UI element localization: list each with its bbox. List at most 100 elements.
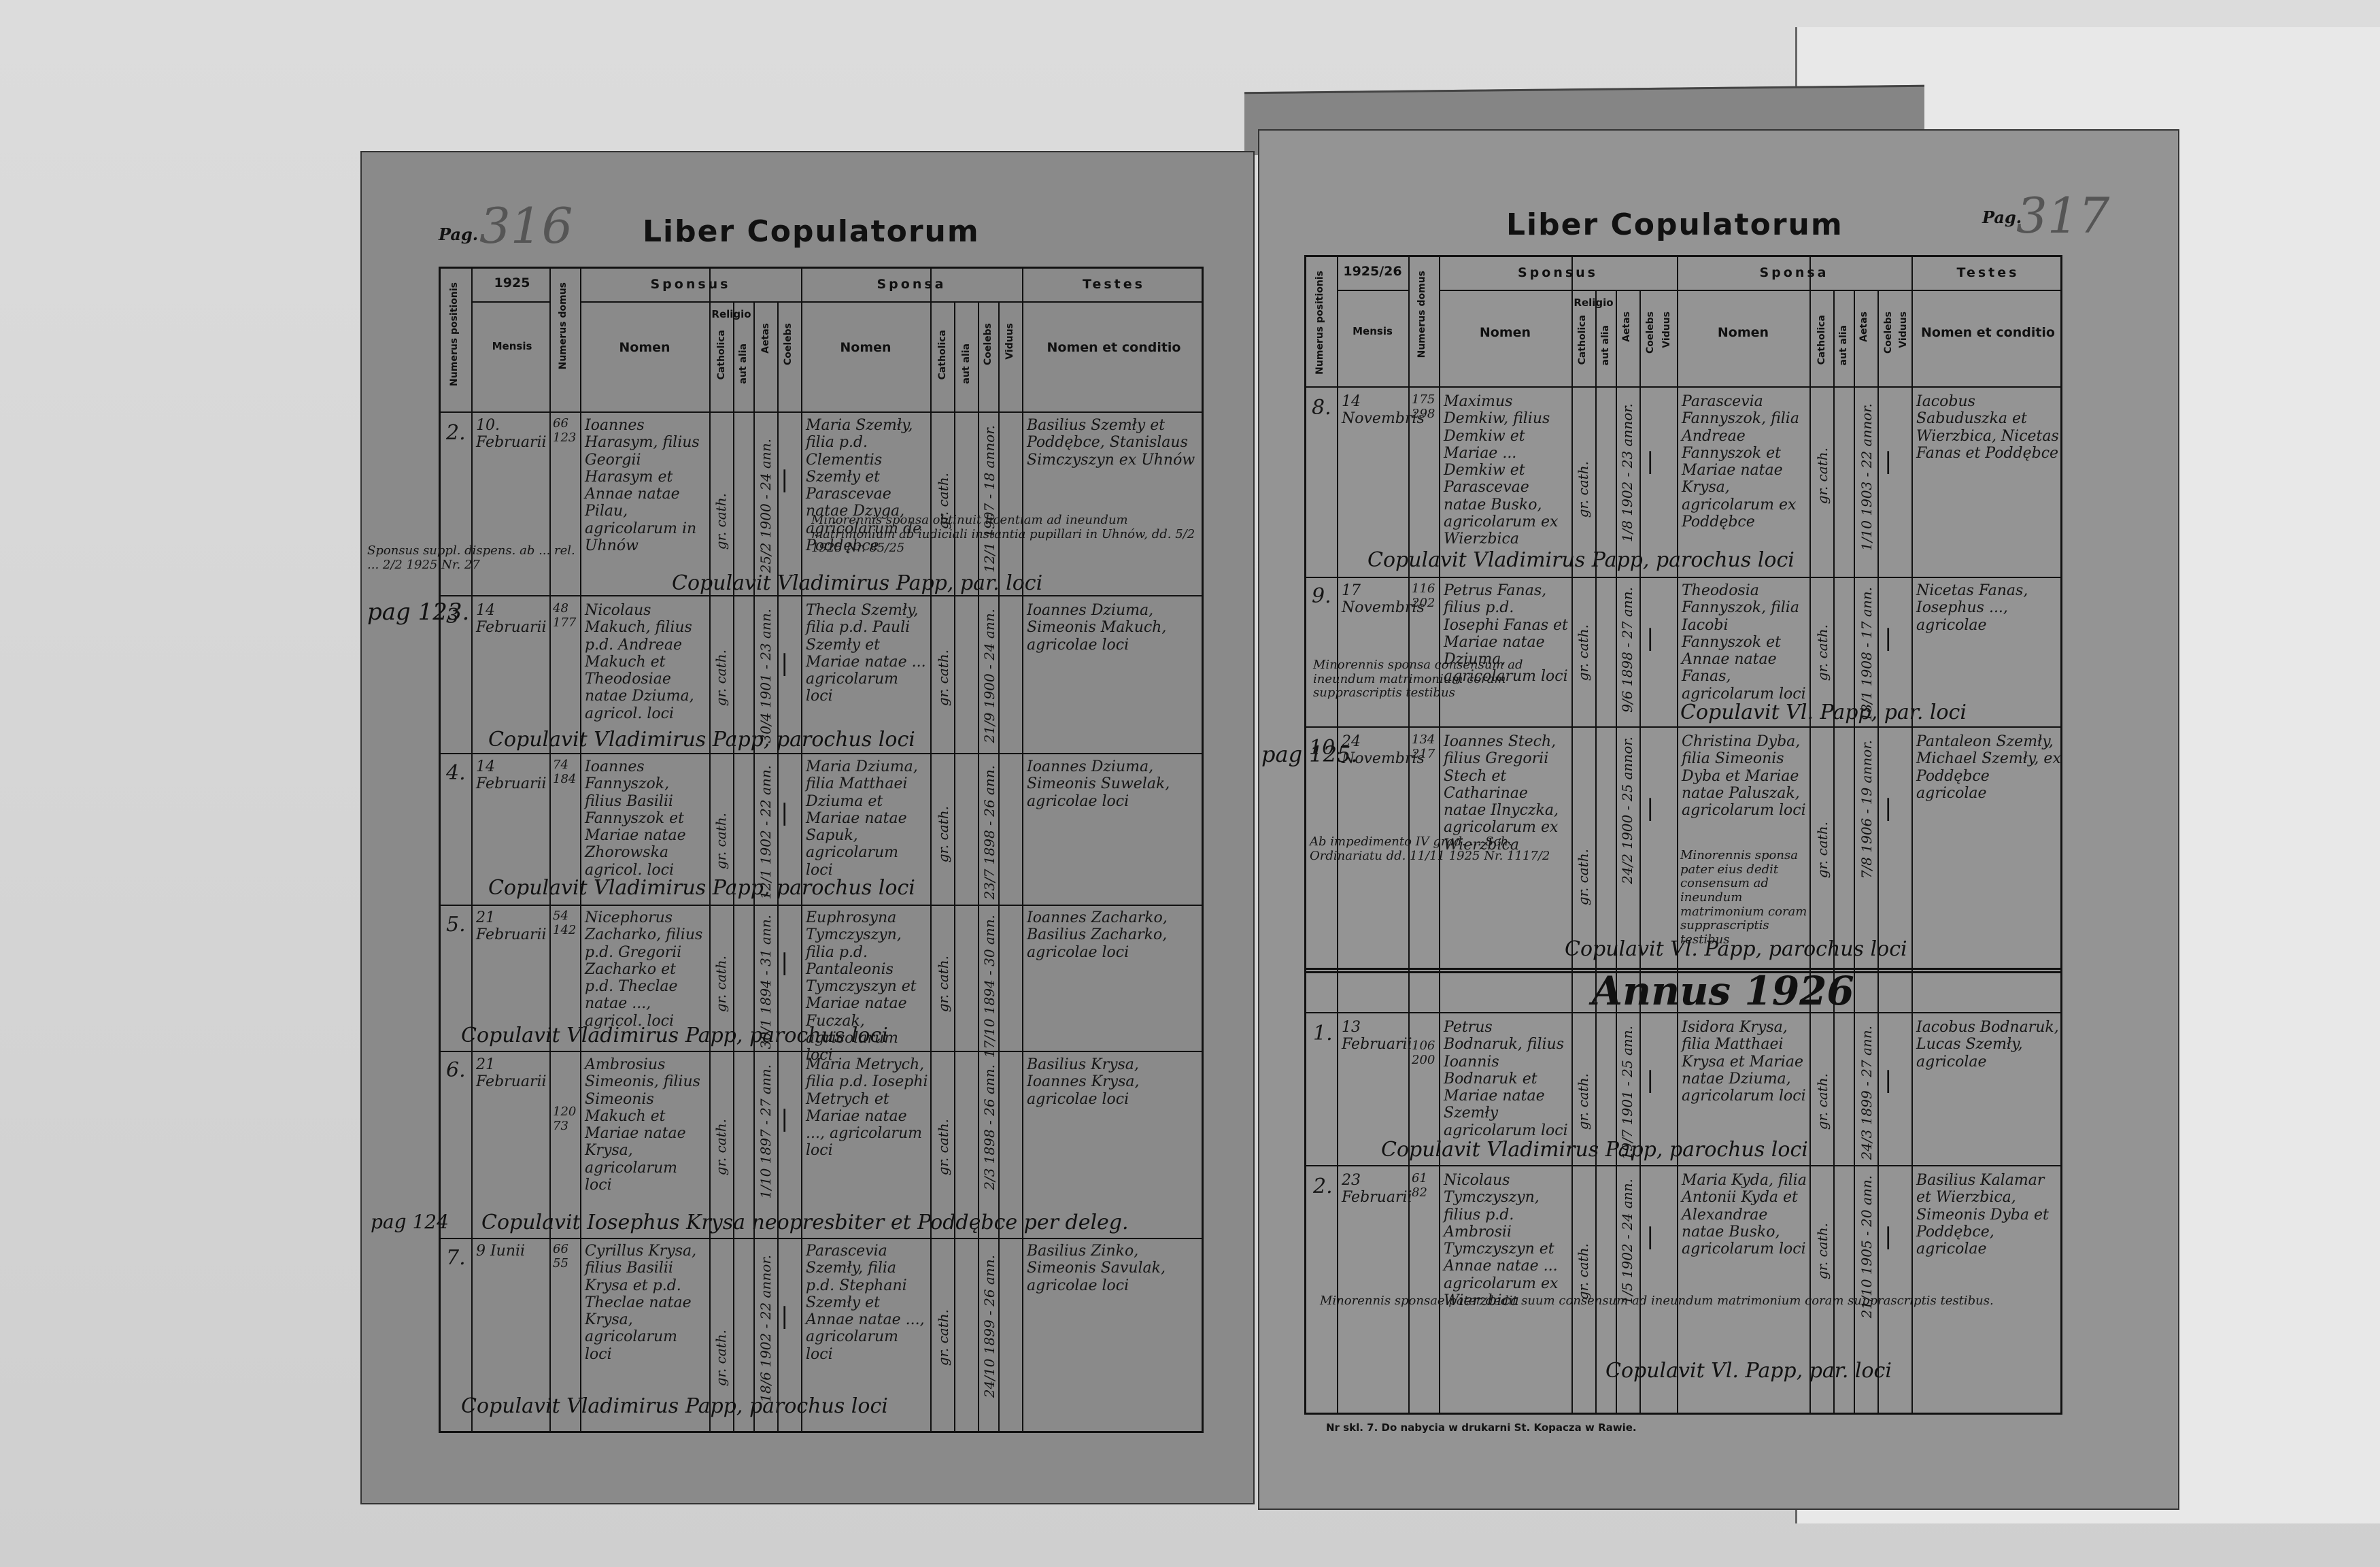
right-entry-3-groom: Ioannes Stech, filius Gregorii Stech et … bbox=[1444, 733, 1559, 854]
right-hdr-catholica-sponsa: Catholica bbox=[1816, 315, 1827, 365]
right-entry-5-age: 1/5 1902 - 24 ann. bbox=[1619, 1179, 1635, 1304]
left-hdr-nomen-et-conditio: Nomen et conditio bbox=[1047, 340, 1181, 355]
left-entry-1-margin-note: Sponsus suppl. dispens. ab ... rel. ... … bbox=[367, 543, 575, 572]
left-page-number: 316 bbox=[479, 197, 573, 254]
left-entry-1-age: 25/2 1900 - 24 ann. bbox=[758, 439, 774, 573]
left-entry-2-num: 3 bbox=[446, 605, 460, 628]
left-entry-6-copula: Copulavit Vladimirus Papp, parochus loci bbox=[461, 1394, 888, 1418]
right-entry-4-date: 13 Februarii bbox=[1342, 1019, 1412, 1054]
left-entry-3-religion: gr. cath. bbox=[713, 813, 729, 870]
right-entry-2-groom: Petrus Fanas, filius p.d. Iosephi Fanas … bbox=[1444, 582, 1568, 686]
left-entry-2-bride-age: 21/9 1900 - 24 ann. bbox=[981, 609, 998, 743]
left-hdr-nomen-sponsus: Nomen bbox=[619, 340, 670, 355]
right-hdr-year: 1925/26 bbox=[1343, 264, 1402, 279]
left-entry-6-religion: gr. cath. bbox=[713, 1330, 729, 1387]
right-entry-1-num: 8. bbox=[1312, 396, 1331, 420]
left-entry-1-date: 10. Februarii bbox=[476, 417, 547, 452]
left-margin-pag2: pag 124 bbox=[371, 1211, 449, 1233]
right-entry-1-date: 14 Novembris bbox=[1342, 393, 1425, 428]
right-entry-3-religion: gr. cath. bbox=[1575, 849, 1591, 906]
left-entry-4-religion: gr. cath. bbox=[713, 956, 729, 1013]
right-page bbox=[1258, 129, 2179, 1510]
right-entry-2-note: Minorennis sponsa consensum ad ineundum … bbox=[1313, 658, 1523, 701]
right-entry-5-bride-religion: gr. cath. bbox=[1814, 1223, 1831, 1280]
left-entry-5-date: 21 Februarii bbox=[476, 1056, 547, 1091]
left-entry-4-bride-religion: gr. cath. bbox=[935, 956, 951, 1013]
left-margin-pag1: pag 123. bbox=[367, 599, 470, 626]
left-hdr-year: 1925 bbox=[494, 275, 530, 290]
left-entry-3-bride: Maria Dziuma, filia Matthaei Dziuma et M… bbox=[806, 758, 918, 879]
right-entry-5-groom: Nicolaus Tymczyszyn, filius p.d. Ambrosi… bbox=[1444, 1172, 1559, 1310]
right-hdr-coelebs-sponsa: Coelebs bbox=[1883, 311, 1894, 354]
left-entry-6-age: 18/6 1902 - 22 annor. bbox=[758, 1255, 774, 1402]
left-entry-3-groom: Ioannes Fannyszok, filius Basilii Fannys… bbox=[585, 758, 686, 879]
right-entry-1-witnesses: Iacobus Sabuduszka et Wierzbica, Nicetas… bbox=[1916, 393, 2059, 462]
left-entry-3-bride-religion: gr. cath. bbox=[935, 806, 951, 863]
right-entry-3-bride: Christina Dyba, filia Simeonis Dyba et M… bbox=[1682, 733, 1806, 820]
left-hdr-aetas: Aetas bbox=[760, 323, 771, 354]
left-entry-2-bride: Thecla Szemły, filia p.d. Pauli Szemły e… bbox=[806, 602, 926, 705]
left-entry-3-copula: Copulavit Vladimirus Papp, parochus loci bbox=[488, 876, 915, 900]
left-entry-4-bride: Euphrosyna Tymczyszyn, filia p.d. Pantal… bbox=[806, 909, 917, 1064]
left-entry-2-copula: Copulavit Vladimirus Papp, parochus loci bbox=[488, 728, 915, 752]
left-entry-2-house: 48 177 bbox=[553, 601, 577, 630]
right-entry-4-house: 106 200 bbox=[1412, 1039, 1435, 1067]
right-entry-4-religion: gr. cath. bbox=[1575, 1073, 1591, 1130]
right-hdr-testes: Testes bbox=[1956, 265, 2020, 280]
left-entry-2-age: 30/4 1901 - 23 ann. bbox=[758, 609, 774, 743]
left-entry-4-num: 5. bbox=[446, 913, 466, 937]
right-hdr-aut-alia-sponsa: aut alia bbox=[1838, 325, 1849, 366]
right-entry-1-groom: Maximus Demkiw, filius Demkiw et Mariae … bbox=[1444, 393, 1559, 548]
right-hdr-viduus: Viduus bbox=[1661, 311, 1672, 348]
left-entry-2-date: 14 Februarii bbox=[476, 602, 547, 637]
right-entry-2-copula: Copulavit Vl. Papp, par. loci bbox=[1680, 701, 1967, 724]
right-entry-3-date: 24 Novembris bbox=[1342, 733, 1425, 768]
left-entry-4-date: 21 Februarii bbox=[476, 909, 547, 944]
right-hdr-viduus-sponsa: Viduus bbox=[1898, 311, 1909, 348]
left-entry-5-groom: Ambrosius Simeonis, filius Simeonis Maku… bbox=[585, 1056, 700, 1194]
left-entry-5-witnesses: Basilius Krysa, Ioannes Krysa, agricolae… bbox=[1027, 1056, 1140, 1108]
right-margin-pag1: pag 125. bbox=[1261, 741, 1358, 767]
right-hdr-catholica: Catholica bbox=[1577, 315, 1588, 365]
right-entry-3-bride-religion: gr. cath. bbox=[1814, 822, 1831, 879]
left-hdr-sponsa: Sponsa bbox=[877, 277, 947, 292]
right-hdr-religio: Religio bbox=[1574, 297, 1614, 309]
left-entry-6-witnesses: Basilius Zinko, Simeonis Savulak, agrico… bbox=[1027, 1243, 1166, 1294]
right-entry-2-bride-religion: gr. cath. bbox=[1814, 624, 1831, 681]
left-entry-5-age: 1/10 1897 - 27 ann. bbox=[758, 1064, 774, 1199]
left-entry-6-num: 7. bbox=[446, 1246, 466, 1270]
right-hdr-nomen-sponsa: Nomen bbox=[1717, 325, 1769, 340]
right-hdr-coelebs: Coelebs bbox=[1645, 311, 1656, 354]
right-entry-1-age: 1/8 1902 - 23 annor. bbox=[1619, 403, 1635, 543]
left-hdr-religio: Religio bbox=[711, 308, 751, 320]
left-entry-6-house: 66 55 bbox=[553, 1242, 568, 1270]
right-page-label: Pag. bbox=[1982, 207, 2022, 227]
right-entry-2-date: 17 Novembris bbox=[1342, 582, 1425, 617]
right-entry-1-bride-religion: gr. cath. bbox=[1814, 448, 1831, 505]
right-hdr-mensis: Mensis bbox=[1353, 325, 1393, 337]
left-entry-6-bride-age: 24/10 1899 - 26 ann. bbox=[981, 1255, 998, 1398]
right-entry-1-bride-age: 1/10 1903 - 22 annor. bbox=[1858, 403, 1875, 551]
left-entry-5-num: 6. bbox=[446, 1058, 466, 1082]
left-entry-5-religion: gr. cath. bbox=[713, 1119, 729, 1176]
left-entry-4-witnesses: Ioannes Zacharko, Basilius Zacharko, agr… bbox=[1027, 909, 1168, 961]
left-hdr-catholica-sponsa: Catholica bbox=[937, 330, 948, 380]
left-hdr-aut-alia-sponsa: aut alia bbox=[961, 343, 972, 384]
left-entry-6-bride: Parascevia Szemły, filia p.d. Stephani S… bbox=[806, 1243, 925, 1363]
right-entry-5-bride: Maria Kyda, filia Antonii Kyda et Alexan… bbox=[1682, 1172, 1807, 1258]
left-hdr-mensis: Mensis bbox=[492, 340, 532, 352]
right-entry-3-house: 134 217 bbox=[1412, 732, 1435, 761]
right-book-title: Liber Copulatorum bbox=[1506, 207, 1843, 242]
right-footer-printer: Nr skl. 7. Do nabycia w drukarni St. Kop… bbox=[1326, 1421, 1637, 1434]
right-entry-2-age: 9/6 1898 - 27 ann. bbox=[1619, 587, 1635, 713]
left-hdr-sponsus: Sponsus bbox=[650, 277, 731, 292]
left-entry-6-date: 9 Iunii bbox=[476, 1243, 526, 1260]
right-entry-3-witnesses: Pantaleon Szemły, Michael Szemły, ex Pod… bbox=[1916, 733, 2061, 802]
right-hdr-aetas: Aetas bbox=[1621, 311, 1632, 342]
right-entry-4-bride-age: 24/3 1899 - 27 ann. bbox=[1858, 1026, 1875, 1160]
left-entry-5-bride-age: 2/3 1898 - 26 ann. bbox=[981, 1064, 998, 1190]
right-entry-4-groom: Petrus Bodnaruk, filius Ioannis Bodnaruk… bbox=[1444, 1019, 1568, 1139]
left-entry-4-bride-age: 17/10 1894 - 30 ann. bbox=[981, 915, 998, 1058]
right-entry-4-witnesses: Iacobus Bodnaruk, Lucas Szemły, agricola… bbox=[1916, 1019, 2059, 1071]
left-book-title: Liber Copulatorum bbox=[643, 214, 980, 249]
